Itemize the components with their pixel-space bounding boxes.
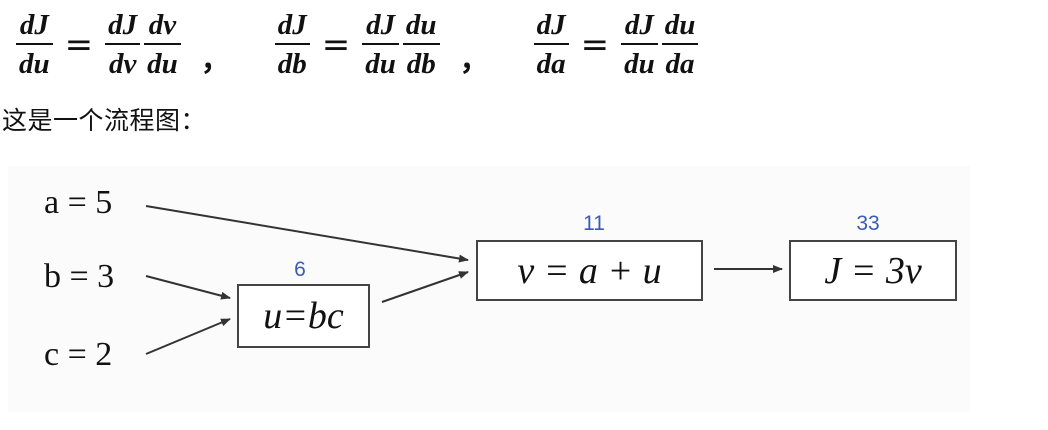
node-j-box: J = 3v: [789, 240, 957, 301]
fraction-dj-dv: dJ dv: [105, 9, 141, 80]
fraction-numerator: dJ: [536, 9, 566, 41]
fraction-dj-db: dJ db: [274, 9, 310, 80]
fraction-denominator: db: [277, 48, 307, 80]
fraction-bar: [402, 43, 440, 45]
fraction-numerator: dJ: [108, 9, 138, 41]
fraction-denominator: du: [365, 48, 396, 80]
node-j-expression: J = 3v: [824, 249, 922, 292]
fraction-dj-da: dJ da: [533, 9, 569, 80]
formula-separator: ，: [459, 43, 490, 78]
fraction-dj-du: dJ du: [362, 11, 399, 79]
arrow-c-to-u: [145, 318, 231, 355]
fraction-denominator: du: [147, 48, 178, 80]
equals-sign: =: [321, 25, 351, 65]
fraction-numerator: dJ: [277, 9, 307, 41]
fraction-numerator: du: [405, 9, 437, 41]
input-b-label: b = 3: [44, 258, 115, 295]
graph-arrows: [145, 205, 783, 355]
fraction-denominator: da: [536, 48, 566, 80]
fraction-denominator: du: [19, 48, 50, 80]
equals-sign: =: [64, 25, 94, 65]
fraction-denominator: da: [665, 48, 695, 80]
fraction-bar: [16, 43, 53, 45]
arrow-u-to-v: [381, 271, 469, 303]
node-v-box: v = a + u: [476, 240, 703, 301]
fraction-du-da: du da: [661, 9, 699, 80]
node-u-box: u=bc: [237, 284, 370, 348]
input-a-label: a = 5: [44, 184, 113, 221]
fraction-denominator: dv: [108, 48, 137, 80]
flowchart-caption: 这是一个流程图：: [2, 106, 207, 135]
fraction-du-db: du db: [402, 9, 440, 80]
input-c-label: c = 2: [44, 336, 113, 373]
fraction-bar: [621, 43, 658, 45]
fraction-numerator: dJ: [366, 9, 396, 41]
node-v-expression: v = a + u: [517, 249, 662, 292]
formula-separator: ，: [200, 43, 231, 78]
fraction-denominator: db: [406, 48, 436, 80]
fraction-bar: [661, 43, 699, 45]
node-v-value: 11: [583, 212, 605, 235]
fraction-numerator: du: [664, 9, 696, 41]
fraction-bar: [105, 43, 141, 45]
fraction-dj-du: dJ du: [16, 11, 53, 79]
fraction-numerator: dv: [148, 9, 177, 41]
fraction-bar: [144, 43, 181, 45]
node-j-value: 33: [856, 212, 880, 235]
arrow-a-to-v: [145, 205, 469, 263]
node-u-value: 6: [294, 258, 306, 281]
fraction-dj-du: dJ du: [621, 11, 658, 79]
equals-sign: =: [580, 25, 610, 65]
fraction-numerator: dJ: [624, 9, 654, 41]
fraction-numerator: dJ: [19, 9, 49, 41]
node-u-expression: u=bc: [263, 295, 344, 337]
fraction-dv-du: dv du: [144, 11, 181, 79]
fraction-bar: [533, 43, 569, 45]
computation-graph: a = 5 b = 3 c = 2 6 11 33 u=bc v = a + u…: [8, 166, 970, 412]
fraction-bar: [362, 43, 399, 45]
arrow-b-to-u: [145, 275, 231, 300]
chain-rule-formulas: dJ du = dJ dv dv du ， dJ db = dJ du du d…: [14, 2, 700, 88]
fraction-bar: [274, 43, 310, 45]
fraction-denominator: du: [624, 48, 655, 80]
